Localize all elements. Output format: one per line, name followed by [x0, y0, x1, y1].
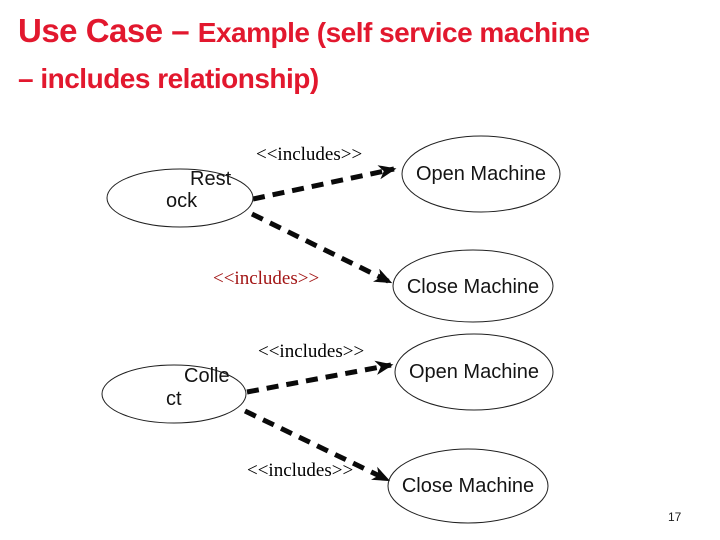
includes-label-1: <<includes>>	[256, 144, 363, 165]
usecase-label-close-machine-bottom: Close Machine	[401, 475, 535, 497]
usecase-label-restock-line1: Rest	[190, 168, 232, 190]
usecase-ellipse-restock	[106, 168, 254, 228]
includes-arrow-restock-open	[252, 165, 397, 202]
page-number: 17	[668, 510, 682, 524]
usecase-ellipse-close-machine-bottom	[387, 448, 549, 524]
includes-label-3: <<includes>>	[258, 341, 365, 362]
usecase-ellipse-open-machine-top	[401, 135, 561, 213]
includes-label-2: <<includes>>	[213, 268, 320, 289]
usecase-label-collect-line2: ct	[166, 388, 182, 410]
includes-arrow-restock-close	[250, 211, 393, 285]
usecase-ellipse-open-machine-bottom	[394, 333, 554, 411]
usecase-label-open-machine-bottom: Open Machine	[408, 361, 540, 383]
includes-arrow-collect-open	[246, 360, 394, 395]
usecase-ellipse-close-machine-top	[392, 249, 554, 323]
includes-arrow-collect-close	[243, 408, 391, 483]
title-line2: – includes relationship)	[18, 63, 319, 94]
title-line1-lead: Use Case –	[18, 12, 198, 49]
usecase-label-open-machine-top: Open Machine	[415, 163, 547, 185]
usecase-label-collect-line1: Colle	[184, 365, 230, 387]
usecase-ellipse-collect	[101, 364, 247, 424]
page-title: Use Case – Example (self service machine…	[18, 10, 708, 99]
title-line1-rest: Example (self service machine	[197, 17, 590, 48]
usecase-label-close-machine-top: Close Machine	[406, 276, 540, 298]
includes-label-4: <<includes>>	[247, 460, 354, 481]
usecase-label-restock-line2: ock	[166, 190, 198, 212]
